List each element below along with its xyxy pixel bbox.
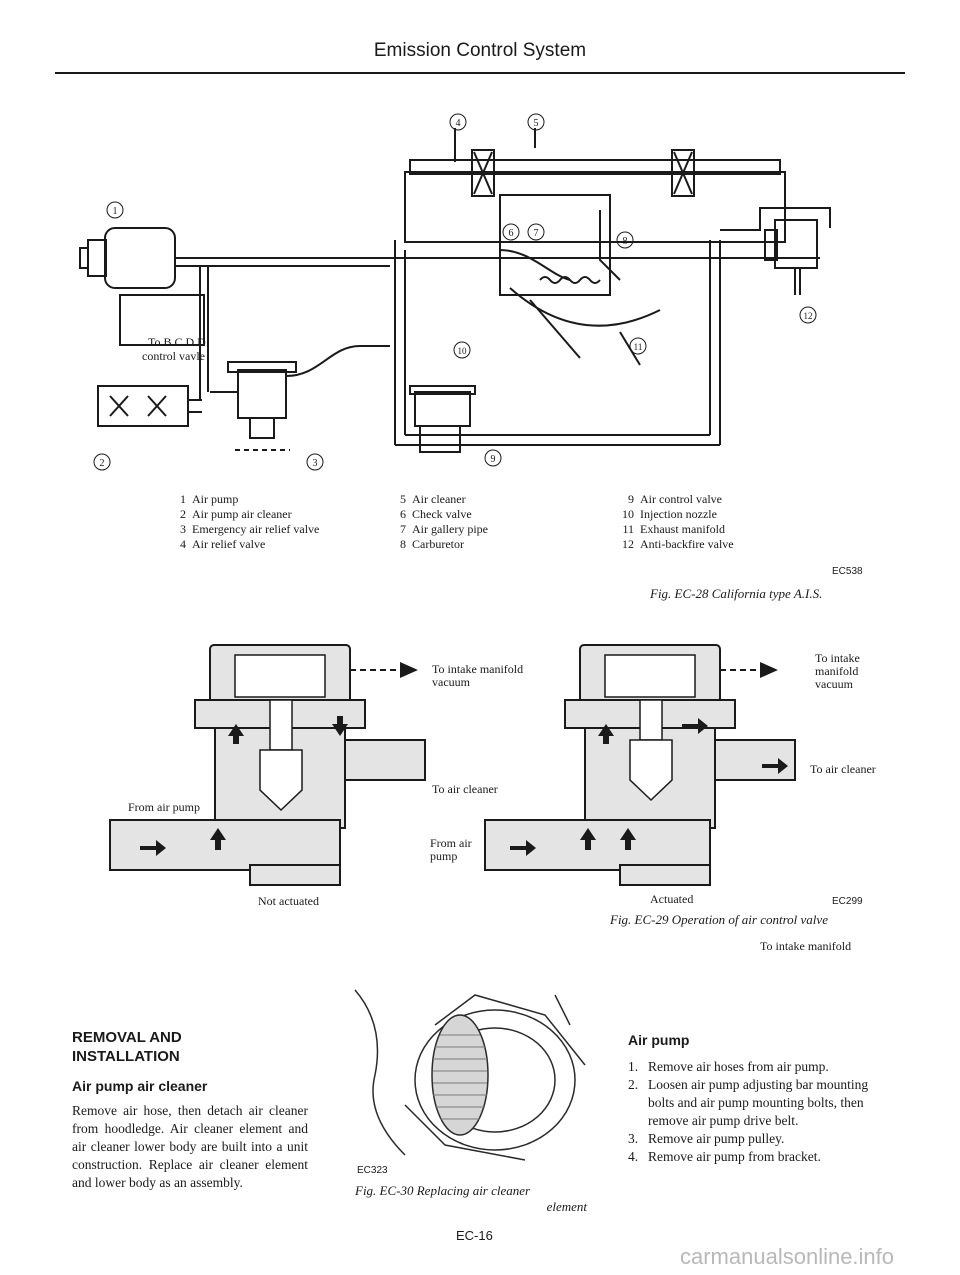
subsection-title-air-pump-cleaner: Air pump air cleaner xyxy=(72,1078,208,1094)
valve-actuated-diagram xyxy=(484,644,796,886)
page-header-title: Emission Control System xyxy=(373,40,587,61)
callout-11: 11 xyxy=(634,342,643,352)
step-item: 2.Loosen air pump adjusting bar mounting… xyxy=(628,1077,869,1128)
label-not-actuated: Not actuated xyxy=(258,894,319,908)
callout-8: 8 xyxy=(623,236,628,247)
air-pump-steps: 1.Remove air hoses from air pump. 2.Loos… xyxy=(628,1058,878,1166)
callout-6: 6 xyxy=(509,228,514,239)
label-from-air-pump-left: From air pump xyxy=(128,800,200,814)
figure-code-ec538: EC538 xyxy=(832,566,863,577)
callout-3: 3 xyxy=(313,458,318,469)
bcdd-label-line1: To B.C.D.D. xyxy=(148,335,209,349)
callout-7: 7 xyxy=(534,228,539,239)
figure-code-ec323: EC323 xyxy=(357,1165,388,1176)
page-number: EC-16 xyxy=(456,1228,493,1243)
step-item: 4.Remove air pump from bracket. xyxy=(628,1149,821,1164)
label-actuated: Actuated xyxy=(650,892,694,906)
ais-system-diagram: To B.C.D.D. control vavle 1 2 3 4 5 6 7 … xyxy=(79,113,831,471)
air-cleaner-element-photo xyxy=(354,989,586,1161)
subsection-title-air-pump: Air pump xyxy=(628,1032,690,1048)
bcdd-label-line2: control vavle xyxy=(142,349,205,363)
valve-not-actuated-diagram xyxy=(109,644,426,886)
paragraph-air-pump-cleaner: Remove air hose, then detach air cleaner… xyxy=(72,1103,308,1190)
callout-4: 4 xyxy=(456,118,461,129)
callout-1: 1 xyxy=(113,206,118,217)
figure-caption-ec28: Fig. EC-28 California type A.I.S. xyxy=(650,586,823,601)
figure-caption-ec29: Fig. EC-29 Operation of air control valv… xyxy=(610,912,828,927)
figure-caption-ec30: Fig. EC-30 Replacing air cleaner element xyxy=(355,1183,587,1214)
label-to-air-cleaner-left: To air cleaner xyxy=(432,782,498,796)
section-title-removal: REMOVAL AND INSTALLATION xyxy=(72,1029,182,1065)
step-item: 1.Remove air hoses from air pump. xyxy=(628,1059,829,1074)
label-to-intake-left: To intake manifold vacuum xyxy=(432,662,524,689)
callout-9: 9 xyxy=(491,454,496,465)
figure-code-ec299: EC299 xyxy=(832,896,863,907)
callout-12: 12 xyxy=(804,311,813,321)
site-watermark: carmanualsonline.info xyxy=(680,1244,895,1269)
label-to-air-cleaner-right: To air cleaner xyxy=(810,762,876,776)
step-item: 3.Remove air pump pulley. xyxy=(628,1131,785,1146)
label-from-air-pump-right: From air pump xyxy=(430,836,472,863)
label-to-intake-right: To intake manifold vacuum xyxy=(815,651,860,691)
callout-5: 5 xyxy=(534,118,539,129)
callout-2: 2 xyxy=(100,458,105,469)
callout-10: 10 xyxy=(458,346,468,356)
figure-note-to-intake-manifold: To intake manifold xyxy=(760,939,852,953)
header-rule xyxy=(55,72,905,74)
